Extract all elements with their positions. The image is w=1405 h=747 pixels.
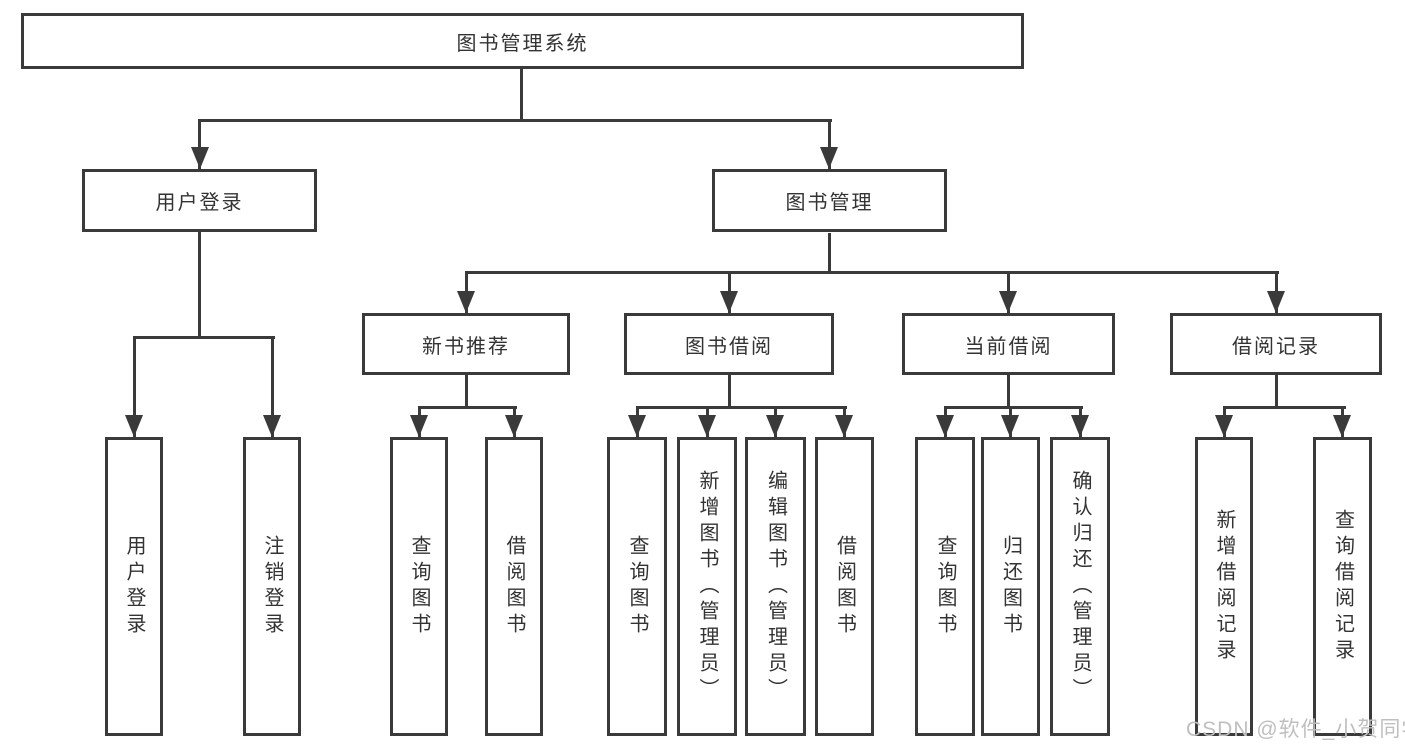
arrow-down-icon: [263, 415, 281, 437]
node-label: 确认归还（管理员）: [1069, 469, 1091, 704]
node-borrow-books: 借阅图书: [815, 437, 874, 736]
csdn-watermark: CSDN @软件_小贺同学: [1186, 718, 1405, 741]
connector-records-stem: [1275, 375, 1278, 406]
connector-root-stem: [520, 66, 523, 119]
connector-current-stem: [1007, 375, 1010, 406]
node-label: 查询图书: [626, 534, 648, 639]
node-label: 编辑图书（管理员）: [764, 469, 787, 704]
node-label: 图书管理系统: [456, 32, 589, 55]
connector-user-group-branch: [134, 336, 275, 339]
arrow-down-icon: [125, 415, 143, 437]
connector-current-branch: [945, 406, 1083, 409]
connector-borrow-branch: [637, 406, 847, 409]
node-current-borrowing: 当前借阅: [902, 313, 1115, 375]
arrow-down-icon: [410, 415, 428, 437]
connector-newbook-stem: [465, 375, 468, 406]
node-label: 查询图书: [408, 534, 430, 639]
node-query-books-recommend: 查询图书: [390, 437, 448, 736]
node-query-borrow-record: 查询借阅记录: [1313, 437, 1372, 736]
arrow-down-icon: [820, 147, 838, 169]
node-label: 注销登录: [261, 534, 283, 639]
arrow-down-icon: [191, 147, 209, 169]
node-return-books: 归还图书: [981, 437, 1040, 736]
arrow-down-icon: [936, 415, 954, 437]
arrow-down-icon: [999, 291, 1017, 313]
node-logout: 注销登录: [243, 437, 301, 736]
node-label: 查询图书: [934, 534, 956, 639]
connector-newbook-branch: [419, 406, 517, 409]
connector-book-group-stem: [828, 233, 831, 271]
connector-to-user-login-group: [198, 119, 201, 169]
node-label: 新增图书（管理员）: [696, 469, 718, 704]
connector-level2-branch: [199, 119, 832, 122]
node-query-books: 查询图书: [607, 437, 667, 736]
node-add-borrow-record: 新增借阅记录: [1195, 437, 1253, 736]
arrow-down-icon: [1333, 415, 1351, 437]
arrow-down-icon: [1001, 415, 1019, 437]
node-user-login: 用户登录: [105, 437, 163, 736]
arrow-down-icon: [1071, 415, 1089, 437]
arrow-down-icon: [628, 415, 646, 437]
arrow-down-icon: [1267, 291, 1285, 313]
node-label: 借阅图书: [833, 534, 856, 639]
arrow-down-icon: [457, 291, 475, 313]
connector-to-book-management: [828, 119, 831, 169]
connector-borrow-stem: [728, 375, 731, 406]
node-add-books-admin: 新增图书（管理员）: [677, 437, 737, 736]
node-borrow-books-recommend: 借阅图书: [485, 437, 543, 736]
node-confirm-return-admin: 确认归还（管理员）: [1050, 437, 1110, 736]
node-user-login-group: 用户登录: [82, 169, 317, 232]
node-label: 借阅记录: [1232, 335, 1320, 358]
connector-to-logout: [271, 336, 274, 437]
node-label: 用户登录: [123, 534, 145, 639]
node-query-books-current: 查询图书: [915, 437, 975, 736]
node-label: 图书借阅: [685, 335, 773, 358]
arrow-down-icon: [766, 415, 784, 437]
node-label: 图书管理: [785, 192, 874, 214]
node-label: 当前借阅: [964, 335, 1053, 358]
node-label: 新增借阅记录: [1213, 508, 1235, 665]
node-book-management-group: 图书管理: [712, 169, 947, 232]
node-new-book-recommend: 新书推荐: [362, 313, 570, 375]
node-borrowing-records: 借阅记录: [1170, 313, 1382, 375]
connector-level3-branch: [466, 271, 1279, 274]
connector-records-branch: [1224, 406, 1346, 409]
node-label: 用户登录: [155, 192, 244, 214]
arrow-down-icon: [835, 415, 853, 437]
node-book-borrowing: 图书借阅: [624, 313, 834, 375]
arrow-down-icon: [1215, 415, 1233, 437]
node-edit-books-admin: 编辑图书（管理员）: [745, 437, 806, 736]
arrow-down-icon: [698, 415, 716, 437]
node-label: 借阅图书: [503, 534, 525, 639]
arrow-down-icon: [505, 415, 523, 437]
connector-to-user-login: [133, 336, 136, 437]
node-label: 归还图书: [999, 534, 1022, 639]
node-label: 查询借阅记录: [1331, 508, 1354, 665]
arrow-down-icon: [720, 291, 738, 313]
node-label: 新书推荐: [422, 335, 510, 358]
node-library-management-system: 图书管理系统: [21, 13, 1024, 69]
connector-user-group-stem: [198, 232, 201, 336]
